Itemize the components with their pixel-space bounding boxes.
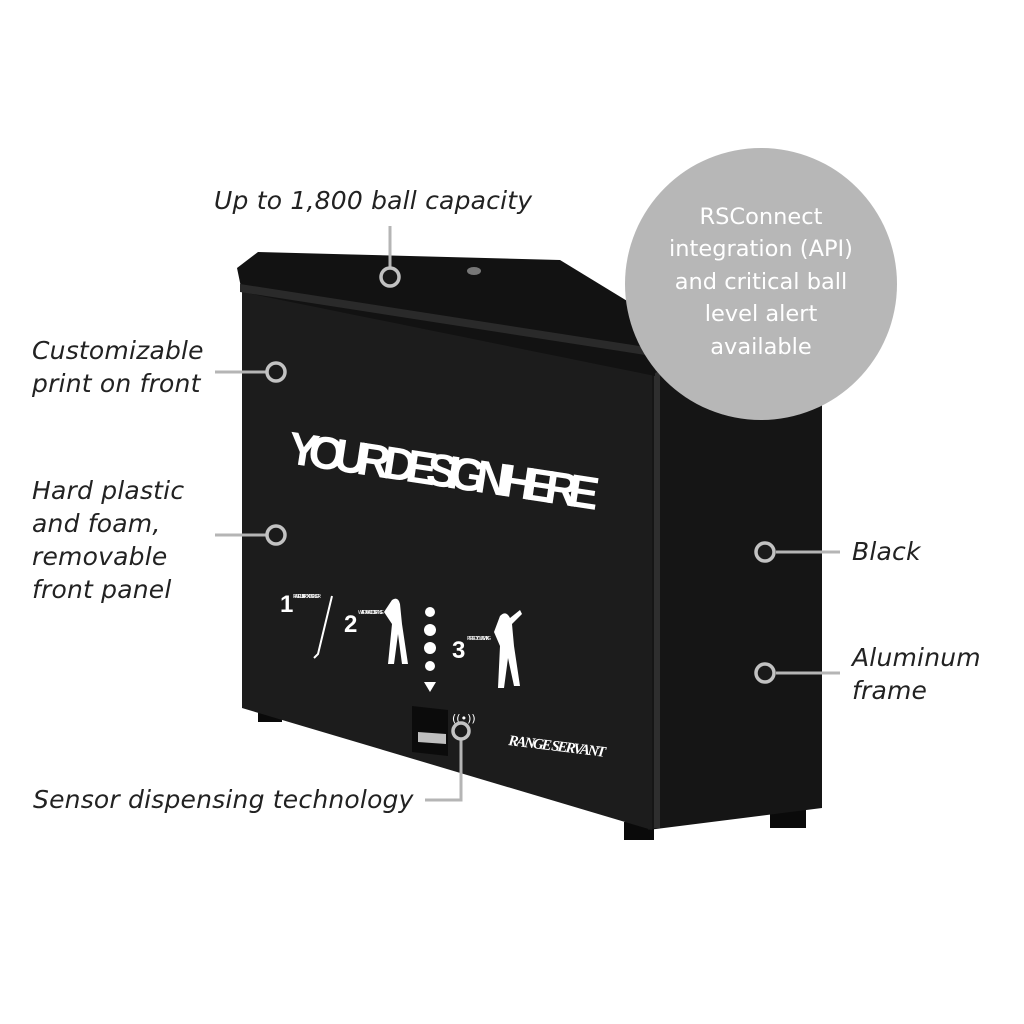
callout-customizable-line2: print on front <box>32 369 201 398</box>
golfer-address-icon <box>384 598 408 664</box>
step3-text: PERFECT YOUR SWING <box>467 636 491 642</box>
callout-sensor-text: Sensor dispensing technology <box>33 785 414 814</box>
device-lid-edge <box>240 284 652 356</box>
point-frame <box>754 662 776 684</box>
callout-customizable-line1: Customizable <box>32 336 204 365</box>
callout-customizable: Customizable print on front <box>32 334 204 400</box>
step1-number: 1 <box>280 591 293 618</box>
golfer-swing-icon <box>494 610 522 688</box>
callout-color-text: Black <box>852 537 921 566</box>
callout-panel-line4: front panel <box>32 575 172 604</box>
ball-drop-dot-4 <box>425 661 435 671</box>
callout-frame: Aluminum frame <box>852 641 981 707</box>
golf-club-icon <box>313 595 333 659</box>
point-capacity <box>379 266 401 288</box>
callout-frame-line1: Aluminum <box>852 643 981 672</box>
callout-color: Black <box>852 535 921 568</box>
callout-panel-line1: Hard plastic <box>32 476 185 505</box>
rsconnect-feature-text: RSConnect integration (API) and critical… <box>669 203 853 360</box>
callout-frame-line2: frame <box>852 676 928 705</box>
leader-lines <box>215 226 840 802</box>
point-color <box>754 541 776 563</box>
callout-panel-line3: removable <box>32 542 168 571</box>
device-side-panel <box>648 298 822 830</box>
ball-drop-dot-2 <box>424 624 436 636</box>
sensor-wave-icon: ((•)) <box>452 712 476 725</box>
callout-points <box>265 266 776 741</box>
point-sensor <box>451 721 471 741</box>
callout-front-panel: Hard plastic and foam, removable front p… <box>32 474 184 606</box>
leader-sensor <box>425 740 463 802</box>
step2-number: 2 <box>344 611 357 638</box>
device-front-panel <box>242 282 652 830</box>
callout-sensor: Sensor dispensing technology <box>33 783 414 816</box>
ball-drop-dot-3 <box>424 642 436 654</box>
dispensing-slot <box>412 706 448 756</box>
device-lid <box>237 252 655 376</box>
step2-text: WAIT FOR BALL TO DISPENSE <box>358 610 385 616</box>
down-arrow-icon <box>424 682 436 692</box>
callout-panel-line2: and foam, <box>32 509 161 538</box>
step3-number: 3 <box>452 637 465 664</box>
rsconnect-feature-bubble: RSConnect integration (API) and critical… <box>625 148 897 420</box>
top-indicator-light <box>467 267 481 275</box>
dispensing-tray <box>418 732 446 744</box>
step1-text: PLACE CLUB IN FRONT OF SENSOR <box>293 594 321 600</box>
foot-back-right <box>770 810 806 828</box>
point-panel <box>265 524 287 546</box>
callout-capacity-text: Up to 1,800 ball capacity <box>214 186 533 215</box>
point-customizable <box>265 361 287 383</box>
ball-drop-dot-1 <box>425 607 435 617</box>
callout-capacity: Up to 1,800 ball capacity <box>214 184 532 217</box>
aluminum-frame-edge <box>654 370 660 828</box>
